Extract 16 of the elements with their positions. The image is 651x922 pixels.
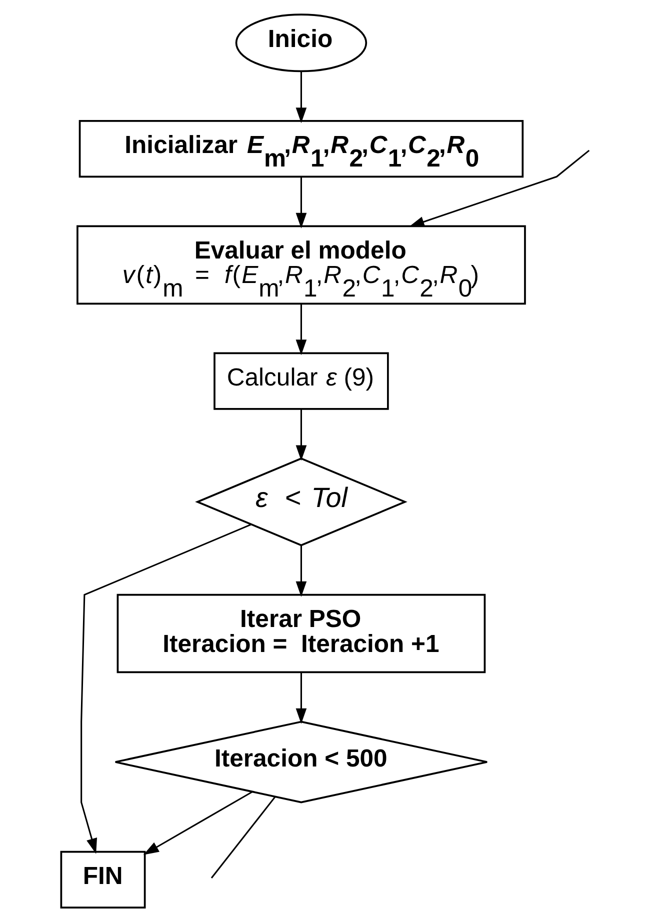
- connector: [210, 796, 276, 878]
- arrow: [296, 71, 307, 124]
- arrow: [296, 672, 307, 724]
- arrow: [143, 791, 253, 855]
- arrow: [296, 177, 307, 228]
- node-box: Iterar PSO Iteracion = Iteracion +1: [116, 594, 486, 674]
- node-box: Calcular ε (9): [214, 352, 389, 410]
- arrow: [296, 409, 307, 461]
- arrow: [296, 546, 307, 597]
- node-ellipse: Inicio: [235, 14, 368, 72]
- arrow: [296, 304, 307, 356]
- node-diamond: Iteracion < 500: [114, 720, 488, 804]
- arrow: [408, 150, 590, 228]
- node-diamond: ε < Tol: [195, 458, 408, 546]
- node-box: FIN: [60, 850, 146, 908]
- arrow: [80, 524, 252, 854]
